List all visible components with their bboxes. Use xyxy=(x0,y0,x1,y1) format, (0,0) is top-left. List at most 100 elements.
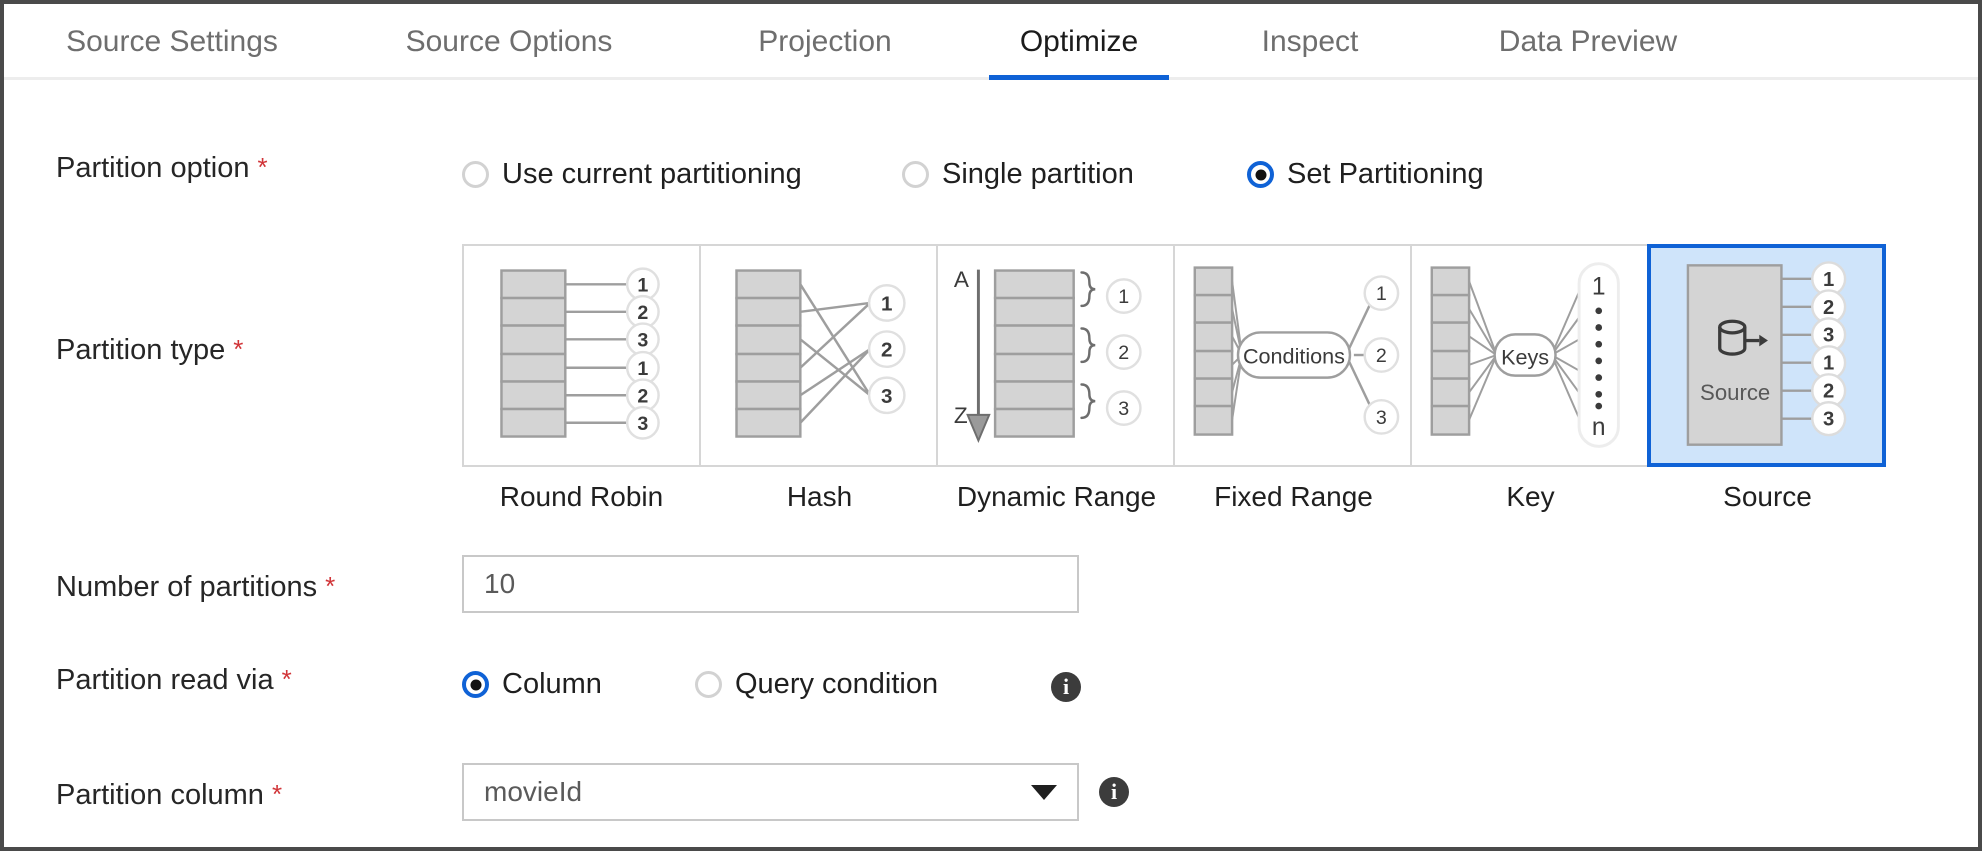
svg-text:3: 3 xyxy=(881,385,892,408)
dropdown-value: movieId xyxy=(484,776,583,807)
radio-circle-icon xyxy=(902,161,929,188)
tile-label-source: Source xyxy=(1723,481,1812,512)
active-tab-underline xyxy=(989,75,1169,80)
tab-label: Source Settings xyxy=(66,25,278,58)
svg-text:2: 2 xyxy=(881,339,892,362)
svg-text:2: 2 xyxy=(1376,345,1387,367)
svg-text:3: 3 xyxy=(1823,409,1834,431)
partition-read-via-label: Partition read via* xyxy=(56,664,292,696)
partition-option-label: Partition option* xyxy=(56,152,268,184)
number-of-partitions-label: Number of partitions* xyxy=(56,571,336,603)
partition-type-fixed-range[interactable]: Conditions 1 2 3 xyxy=(1173,244,1412,467)
radio-label: Single partition xyxy=(942,158,1134,190)
radio-label: Use current partitioning xyxy=(502,158,802,190)
svg-text:1: 1 xyxy=(881,292,892,315)
tile-label-fixed-range: Fixed Range xyxy=(1214,481,1373,512)
svg-text:1: 1 xyxy=(1823,353,1834,375)
radio-circle-icon xyxy=(462,161,489,188)
svg-text:2: 2 xyxy=(1118,342,1129,364)
partition-type-label: Partition type* xyxy=(56,334,244,366)
tab-projection[interactable]: Projection xyxy=(744,4,906,80)
svg-text:2: 2 xyxy=(637,385,648,407)
tile-label-hash: Hash xyxy=(786,481,853,512)
svg-text:3: 3 xyxy=(1376,407,1387,429)
partition-read-via-info-icon[interactable]: i xyxy=(1051,672,1081,702)
svg-text:1: 1 xyxy=(1118,286,1129,308)
radio-single-partition[interactable]: Single partition xyxy=(902,158,1247,191)
partition-column-label: Partition column* xyxy=(56,779,283,811)
key-pill-bottom-label: n xyxy=(1592,414,1606,441)
partition-type-source[interactable]: Source 1 2 3 1 2 3 xyxy=(1647,244,1886,467)
optimize-panel: Source Settings Source Options Projectio… xyxy=(4,4,1978,847)
tab-label: Projection xyxy=(758,25,892,58)
radio-circle-selected-icon xyxy=(462,671,489,698)
radio-column[interactable]: Column xyxy=(462,668,695,701)
number-of-partitions-input[interactable]: 10 xyxy=(462,555,1079,613)
partition-read-via-radio-group: Column Query condition xyxy=(462,668,938,701)
svg-text:3: 3 xyxy=(637,329,648,351)
keys-label: Keys xyxy=(1501,344,1549,369)
svg-text:3: 3 xyxy=(1823,325,1834,347)
key-diagram: Keys 1 n xyxy=(1430,262,1620,448)
svg-text:2: 2 xyxy=(1823,297,1834,319)
required-asterisk: * xyxy=(233,334,244,364)
partition-type-key[interactable]: Keys 1 n xyxy=(1410,244,1649,467)
source-box-label: Source xyxy=(1700,380,1770,405)
svg-text:1: 1 xyxy=(1376,283,1387,305)
partition-type-dynamic-range[interactable]: A Z xyxy=(936,244,1175,467)
info-glyph: i xyxy=(1110,779,1118,804)
row-partition-column: Partition column* movieId i xyxy=(4,763,1978,833)
partition-type-tile-group: 1 2 3 1 2 3 Round Robin xyxy=(462,244,1886,513)
tab-bar: Source Settings Source Options Projectio… xyxy=(4,4,1978,80)
row-partition-option: Partition option* Use current partitioni… xyxy=(4,140,1978,200)
radio-query-condition[interactable]: Query condition xyxy=(695,668,938,701)
svg-text:3: 3 xyxy=(1118,398,1129,420)
partition-type-hash[interactable]: 1 2 3 xyxy=(699,244,938,467)
partition-column-dropdown[interactable]: movieId xyxy=(462,763,1079,821)
chevron-down-icon xyxy=(1031,784,1057,800)
radio-use-current-partitioning[interactable]: Use current partitioning xyxy=(462,158,902,191)
tab-label: Optimize xyxy=(1019,25,1139,58)
axis-label-z: Z xyxy=(954,403,968,428)
tile-wrap-hash: 1 2 3 Hash xyxy=(699,244,938,513)
tile-wrap-fixed-range: Conditions 1 2 3 Fixed Range xyxy=(1173,244,1412,513)
radio-set-partitioning[interactable]: Set Partitioning xyxy=(1247,158,1484,191)
round-robin-diagram: 123 123 xyxy=(500,267,660,440)
svg-text:3: 3 xyxy=(637,413,648,435)
tile-label-round-robin: Round Robin xyxy=(499,481,664,512)
tab-source-settings[interactable]: Source Settings xyxy=(56,4,288,80)
tab-inspect[interactable]: Inspect xyxy=(1249,4,1371,80)
conditions-label: Conditions xyxy=(1243,343,1345,368)
key-pill-top-label: 1 xyxy=(1592,274,1606,301)
fixed-range-diagram: Conditions 1 2 3 xyxy=(1193,266,1400,436)
radio-label: Column xyxy=(502,668,602,700)
radio-circle-icon xyxy=(695,671,722,698)
dynamic-range-diagram: A Z xyxy=(954,267,1142,443)
tile-wrap-dynamic-range: A Z xyxy=(936,244,1175,513)
required-asterisk: * xyxy=(271,779,283,809)
partition-column-info-icon[interactable]: i xyxy=(1099,777,1129,807)
tab-label: Inspect xyxy=(1261,25,1359,58)
radio-label: Query condition xyxy=(735,668,939,700)
tab-source-options[interactable]: Source Options xyxy=(394,4,624,80)
tab-optimize[interactable]: Optimize xyxy=(989,4,1169,80)
tile-wrap-source: Source 1 2 3 1 2 3 xyxy=(1647,244,1886,513)
partition-option-radio-group: Use current partitioning Single partitio… xyxy=(462,158,1484,191)
svg-text:1: 1 xyxy=(1823,269,1834,291)
svg-text:2: 2 xyxy=(637,302,648,324)
hash-diagram: 1 2 3 xyxy=(735,269,906,438)
required-asterisk: * xyxy=(281,664,292,694)
radio-label: Set Partitioning xyxy=(1287,158,1484,190)
tab-label: Data Preview xyxy=(1498,25,1678,58)
tile-wrap-key: Keys 1 n xyxy=(1410,244,1649,513)
svg-text:1: 1 xyxy=(637,358,648,380)
tab-data-preview[interactable]: Data Preview xyxy=(1482,4,1694,80)
svg-text:2: 2 xyxy=(1823,381,1834,403)
radio-circle-selected-icon xyxy=(1247,161,1274,188)
required-asterisk: * xyxy=(257,152,268,182)
tile-label-dynamic-range: Dynamic Range xyxy=(956,481,1157,512)
database-icon xyxy=(1718,319,1768,356)
required-asterisk: * xyxy=(325,571,336,601)
